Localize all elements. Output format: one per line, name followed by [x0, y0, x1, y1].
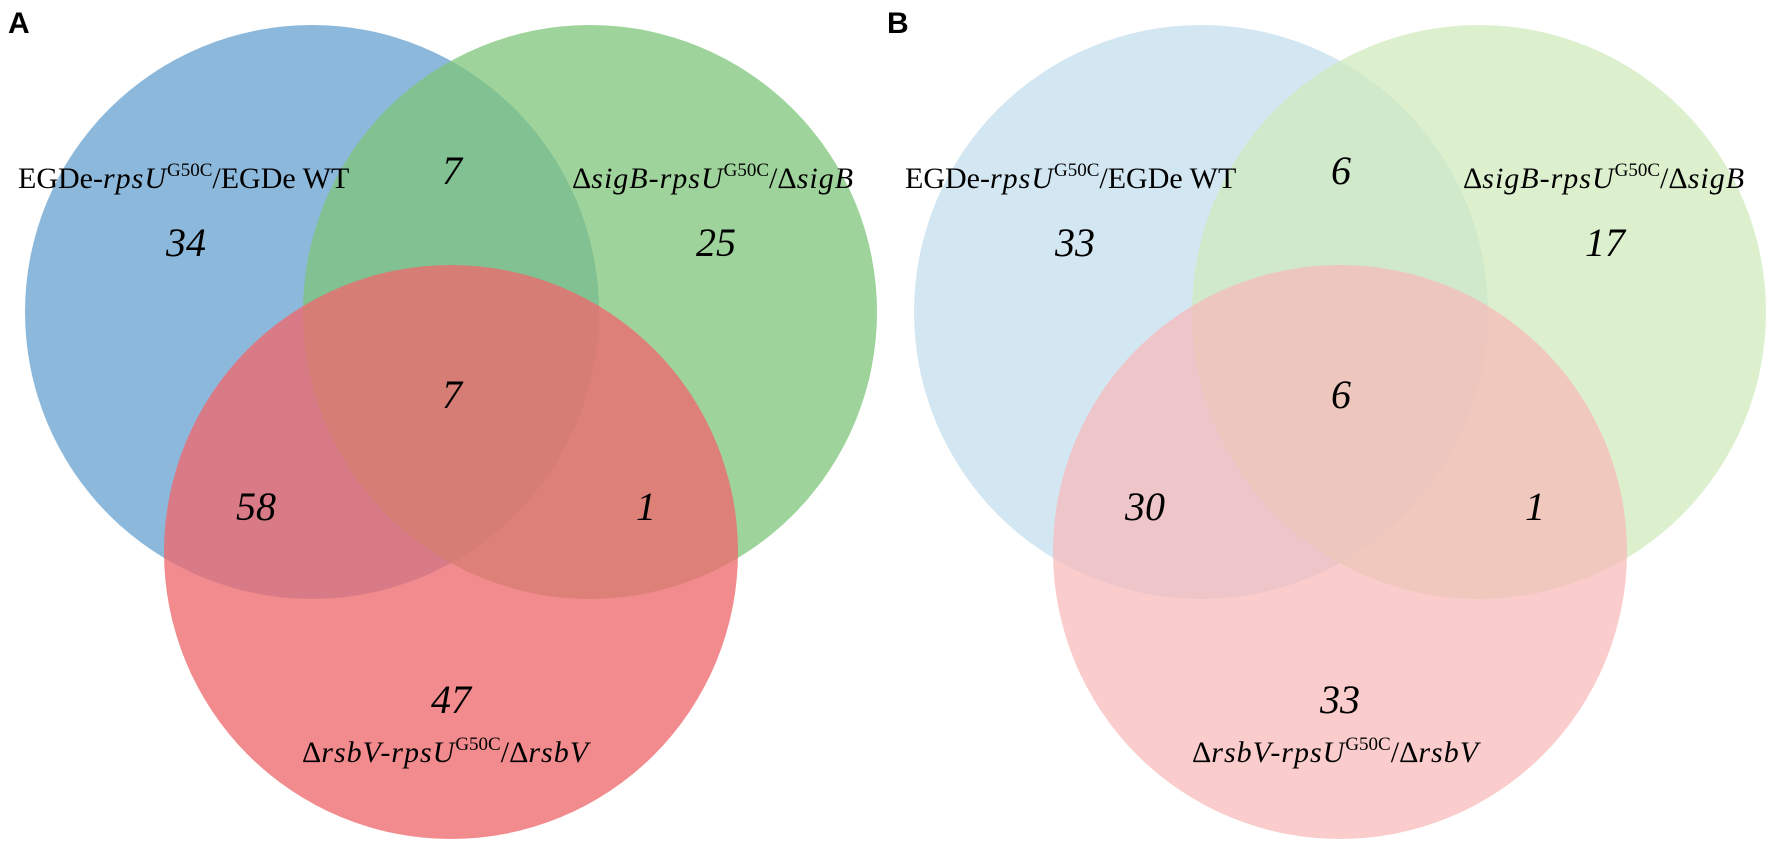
- panel-b-set2-label: ΔsigB-rpsUG50C/ΔsigB: [1463, 160, 1745, 195]
- panel-a-count-set1-set2: 7: [442, 148, 464, 193]
- panel-a-letter: A: [8, 7, 30, 40]
- panel-b-count-only-set1: 33: [1054, 220, 1095, 265]
- panel-b-count-only-set3: 33: [1319, 677, 1360, 722]
- panel-a: A EGDe-rpsUG50C/EGDe WT ΔsigB-rpsUG50C/Δ…: [8, 7, 877, 839]
- panel-b-count-set2-set3: 1: [1525, 484, 1545, 529]
- panel-a-count-set2-set3: 1: [636, 484, 656, 529]
- panel-b-letter: B: [887, 7, 909, 40]
- panel-b-count-set1-set3: 30: [1124, 484, 1165, 529]
- panel-b-set3-label: ΔrsbV-rpsUG50C/ΔrsbV: [1192, 734, 1482, 769]
- panel-b-count-set1-set2: 6: [1331, 148, 1351, 193]
- panel-b-count-only-set2: 17: [1585, 220, 1627, 265]
- panel-a-count-set1-set3: 58: [236, 484, 276, 529]
- panel-b: B EGDe-rpsUG50C/EGDe WT ΔsigB-rpsUG50C/Δ…: [887, 7, 1766, 839]
- panel-b-set3-circle: [1053, 265, 1627, 839]
- panel-a-set1-label: EGDe-rpsUG50C/EGDe WT: [18, 160, 349, 195]
- panel-a-set2-label: ΔsigB-rpsUG50C/ΔsigB: [572, 160, 854, 195]
- panel-a-set3-circle: [164, 265, 738, 839]
- panel-a-count-only-set1: 34: [165, 220, 206, 265]
- panel-b-set1-label: EGDe-rpsUG50C/EGDe WT: [905, 160, 1236, 195]
- panel-b-count-all-sets: 6: [1331, 372, 1351, 417]
- panel-a-count-all-sets: 7: [442, 372, 464, 417]
- panel-a-set3-label: ΔrsbV-rpsUG50C/ΔrsbV: [302, 734, 592, 769]
- panel-a-count-only-set3: 47: [431, 677, 473, 722]
- panel-a-count-only-set2: 25: [696, 220, 736, 265]
